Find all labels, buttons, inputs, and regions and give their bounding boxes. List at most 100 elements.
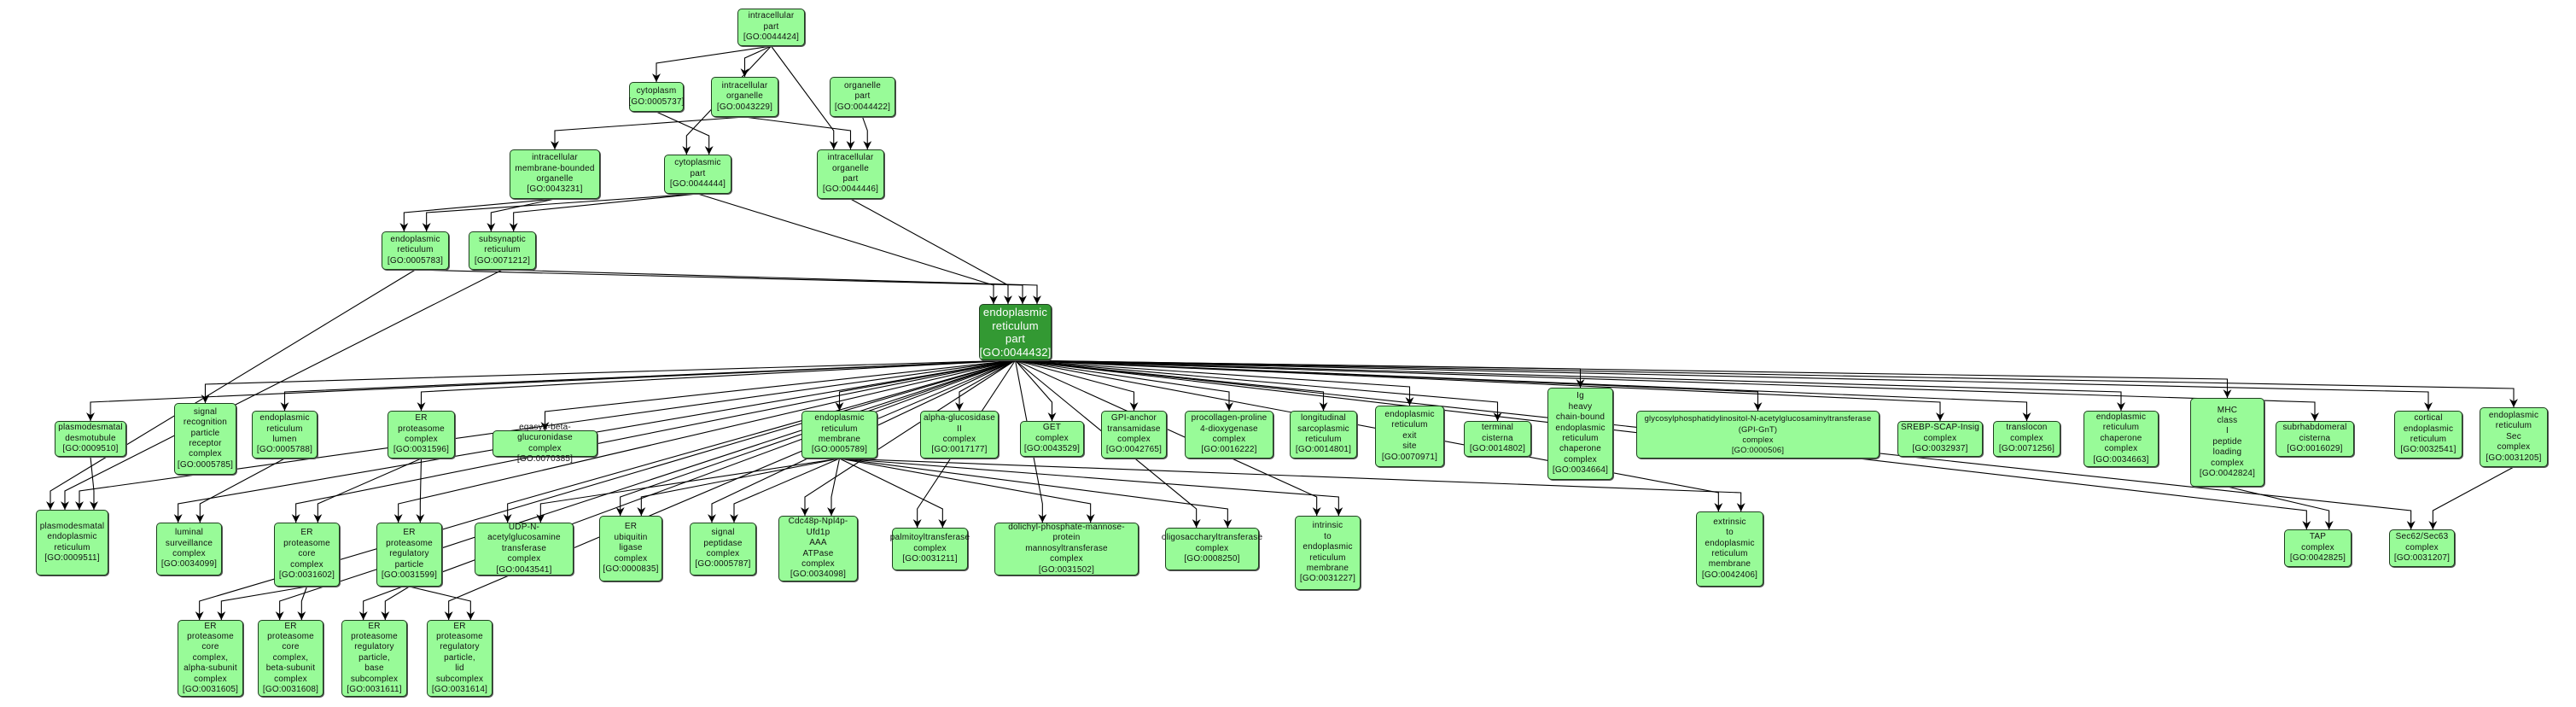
go-term-node[interactable]: terminal cisterna [GO:0014802] [1464, 421, 1531, 457]
edge-erp-to-erchap [1015, 359, 2125, 411]
edge-epc-to-core [313, 458, 422, 523]
edge-lumen-to-lsc [195, 458, 285, 523]
edge-erm-to-ubl [637, 458, 840, 516]
edge-cp-to-sr [509, 193, 698, 231]
edge-sec-to-sec62 [2428, 466, 2515, 529]
go-term-node[interactable]: endoplasmic reticulum Sec complex [GO:00… [2480, 407, 2548, 467]
go-term-node[interactable]: plasmodesmatal desmotubule [GO:0009510] [55, 421, 126, 457]
go-term-node[interactable]: TAP complex [GO:0042825] [2284, 529, 2352, 567]
go-term-node[interactable]: translocon complex [GO:0071256] [1993, 421, 2060, 457]
edge-erp-to-core [291, 359, 1016, 523]
go-term-node[interactable]: cytoplasmic part [GO:0044444] [664, 155, 731, 194]
edge-core-to-alpha [217, 586, 307, 620]
go-term-node[interactable]: endoplasmic reticulum exit site [GO:0070… [1375, 406, 1444, 467]
go-term-node[interactable]: cytoplasm [GO:0005737] [628, 82, 684, 112]
edge-cp-to-er [422, 193, 698, 231]
edge-erp-to-lid [444, 359, 1016, 620]
go-term-node[interactable]: MHC class I peptide loading complex [GO:… [2190, 398, 2264, 487]
edge-erp-to-tap [1015, 359, 2311, 529]
edge-io-to-iop [744, 116, 855, 149]
go-term-node[interactable]: oligosaccharyltransferase complex [GO:00… [1162, 528, 1262, 570]
edge-er-to-pder [46, 269, 416, 510]
edge-imbo-to-sr [487, 198, 556, 231]
go-term-node[interactable]: ER proteasome core complex [GO:0031602] [274, 523, 340, 587]
go-term-node[interactable]: intracellular organelle [GO:0043229] [711, 77, 778, 117]
go-term-node[interactable]: GET complex [GO:0043529] [1020, 421, 1084, 457]
edge-erp-to-lumen [280, 359, 1016, 411]
edge-er-to-erp [415, 269, 1027, 304]
go-term-node[interactable]: glycosylphosphatidylinositol-N-acetylglu… [1636, 411, 1880, 459]
go-term-node[interactable]: plasmodesmatal endoplasmic reticulum [GO… [36, 510, 108, 576]
go-term-node[interactable]: SREBP-SCAP-Insig complex [GO:0032937] [1897, 421, 1983, 457]
edge-erp-to-sec [1015, 359, 2518, 407]
go-term-node[interactable]: egasyn-beta-glucuronidase complex [GO:00… [492, 423, 597, 464]
go-term-node[interactable]: intracellular organelle part [GO:0044446… [817, 149, 884, 199]
go-term-node[interactable]: luminal surveillance complex [GO:0034099… [156, 523, 222, 576]
go-term-node[interactable]: signal recognition particle receptor com… [174, 403, 236, 475]
edge-erp-to-udp [503, 359, 1016, 523]
edge-ip-to-cyto [652, 45, 772, 82]
go-term-node[interactable]: longitudinal sarcoplasmic reticulum [GO:… [1290, 411, 1357, 459]
edge-op-to-iop [861, 116, 872, 149]
go-term-node[interactable]: endoplasmic reticulum [GO:0005783] [382, 231, 449, 270]
go-term-node[interactable]: ER proteasome core complex, beta-subunit… [258, 620, 323, 697]
go-term-node[interactable]: Ig heavy chain-bound endoplasmic reticul… [1547, 388, 1613, 480]
go-term-node[interactable]: subrhabdomeral cisterna [GO:0016029] [2276, 421, 2354, 457]
go-term-node[interactable]: ER proteasome regulatory particle [GO:00… [376, 523, 442, 587]
edge-erm-to-udp [536, 458, 840, 523]
edge-erp-to-gpit [1015, 359, 1139, 411]
go-term-node[interactable]: ER proteasome complex [GO:0031596] [388, 411, 455, 459]
go-term-node[interactable]: Cdc48p-Npl4p-Ufd1p AAA ATPase complex [G… [778, 516, 858, 581]
go-term-node[interactable]: ER ubiquitin ligase complex [GO:0000835] [599, 516, 662, 581]
edge-erp-to-alpha [195, 359, 1016, 620]
edge-ip-to-io [740, 45, 772, 77]
edge-erp-to-lsc [173, 359, 1016, 523]
go-term-node[interactable]: endoplasmic reticulum lumen [GO:0005788] [252, 411, 318, 459]
go-term-node[interactable]: alpha-glucosidase II complex [GO:0017177… [920, 411, 999, 459]
go-term-node[interactable]: dolichyl-phosphate-mannose-protein manno… [994, 523, 1139, 576]
edge-erp-to-pder [75, 359, 1016, 510]
edge-erp-to-ost [1015, 359, 1201, 528]
edge-erp-to-eres [1015, 359, 1414, 406]
edge-erm-to-sp [730, 458, 840, 523]
go-term-node[interactable]: procollagen-proline 4-dioxygenase comple… [1185, 411, 1273, 459]
go-term-node[interactable]: intracellular membrane-bounded organelle… [510, 149, 600, 199]
edge-erp-to-subr [1015, 359, 2319, 421]
edge-imbo-to-er [399, 198, 556, 231]
edge-erp-to-srp [201, 359, 1016, 403]
go-term-node[interactable]: endoplasmic reticulum chaperone complex … [2084, 411, 2159, 467]
edge-erp-to-cort [1015, 359, 2433, 411]
focus-term-node[interactable]: endoplasmic reticulum part [GO:0044432] [979, 304, 1052, 360]
edge-erp-to-mhc [1015, 359, 2232, 398]
go-term-node[interactable]: Sec62/Sec63 complex [GO:0031207] [2389, 529, 2455, 567]
go-term-node[interactable]: subsynaptic reticulum [GO:0071212] [469, 231, 536, 270]
edge-cyto-to-cp [656, 111, 714, 155]
edge-reg-to-lid [409, 586, 475, 620]
go-term-node[interactable]: palmitoyltransferase complex [GO:0031211… [890, 528, 970, 570]
edge-erp-to-sec62 [1015, 359, 2416, 529]
go-term-node[interactable]: ER proteasome core complex, alpha-subuni… [178, 620, 243, 697]
edge-io-to-imbo [551, 116, 745, 149]
go-term-node[interactable]: cortical endoplasmic reticulum [GO:00325… [2394, 411, 2462, 459]
go-term-node[interactable]: intrinsic to endoplasmic reticulum membr… [1295, 516, 1361, 590]
go-term-node[interactable]: signal peptidase complex [GO:0005787] [690, 523, 756, 576]
edge-erp-to-egasyn [540, 359, 1016, 430]
go-term-node[interactable]: ER proteasome regulatory particle, base … [341, 620, 407, 697]
edge-reg-to-base [381, 586, 410, 620]
go-term-node[interactable]: GPI-anchor transamidase complex [GO:0042… [1101, 411, 1167, 459]
edge-erp-to-get [1015, 359, 1057, 421]
go-term-node[interactable]: endoplasmic reticulum membrane [GO:00057… [801, 411, 877, 459]
edge-erp-to-pdd [86, 359, 1016, 421]
go-term-node[interactable]: intracellular part [GO:0044424] [737, 9, 805, 46]
go-term-node[interactable]: UDP-N-acetylglucosamine transferase comp… [475, 523, 574, 576]
edge-iop-to-erp [850, 198, 1012, 304]
edge-erm-to-extr [839, 458, 1746, 511]
go-term-node[interactable]: organelle part [GO:0044422] [830, 77, 895, 117]
edge-erp-to-intr [1015, 359, 1321, 516]
edge-erp-to-epc [417, 359, 1016, 411]
edge-mhc-to-tap [2227, 486, 2334, 529]
edge-erp-to-cdc [801, 359, 1016, 516]
go-term-node[interactable]: extrinsic to endoplasmic reticulum membr… [1696, 511, 1763, 587]
go-term-node[interactable]: ER proteasome regulatory particle, lid s… [427, 620, 492, 697]
